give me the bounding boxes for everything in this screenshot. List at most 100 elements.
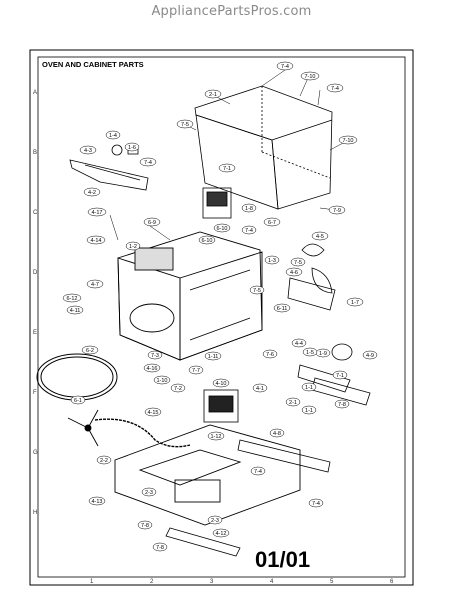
lower-bracket xyxy=(165,527,241,557)
callout-text: 1-5 xyxy=(306,350,314,356)
callout-text: 1-1 xyxy=(305,385,313,391)
callout: 7-9 xyxy=(328,205,346,215)
callout-text: 6-10 xyxy=(201,238,212,244)
callout: 4-16 xyxy=(143,363,161,373)
callout: 1-1 xyxy=(301,382,317,392)
callout-text: 7-5 xyxy=(181,122,189,128)
callout: 7-8 xyxy=(334,399,350,409)
callout-text: 4-13 xyxy=(91,499,102,505)
callout-text: 4-17 xyxy=(91,210,102,216)
fan-assembly xyxy=(287,243,336,311)
callout-text: 6-11 xyxy=(277,306,288,312)
roller-coupler xyxy=(67,409,99,447)
magnetron-assembly xyxy=(202,187,232,219)
callout: 4-2 xyxy=(83,187,101,197)
callout-text: 7-6 xyxy=(266,352,274,358)
callout-text: 7-8 xyxy=(338,402,346,408)
callout: 7-4 xyxy=(326,83,344,93)
diagram-title: OVEN AND CABINET PARTS xyxy=(42,60,144,69)
callout-text: 4-11 xyxy=(70,308,81,314)
grid-number: 4 xyxy=(270,579,274,585)
callout-text: 7-4 xyxy=(331,86,339,92)
callout: 1-9 xyxy=(315,348,331,358)
transformer xyxy=(203,389,239,423)
callout-text: 7-4 xyxy=(144,160,152,166)
callout-text: 7-1 xyxy=(223,166,231,172)
callout: 6-2 xyxy=(81,345,99,355)
callout: 7-8 xyxy=(137,520,153,530)
callout-text: 7-4 xyxy=(245,228,253,234)
callout-text: 7-5 xyxy=(253,288,261,294)
callout-text: 1-1 xyxy=(305,408,313,414)
grid-number: 2 xyxy=(150,579,154,585)
callout-text: 1-7 xyxy=(351,300,359,306)
callout-text: 4-5 xyxy=(316,234,324,240)
leader-lines xyxy=(109,69,346,241)
callout: 7-3 xyxy=(147,350,163,360)
callout-text: 2-3 xyxy=(211,518,219,524)
callout-text: 4-7 xyxy=(91,282,99,288)
grid-number: 1 xyxy=(90,579,94,585)
callout-text: 7-5 xyxy=(294,260,302,266)
callout-text: 1-10 xyxy=(156,378,167,384)
grid-letter: A xyxy=(33,90,38,96)
callout-text: 4-8 xyxy=(273,431,281,437)
callout: 7-6 xyxy=(262,349,278,359)
grid-number: 3 xyxy=(210,579,214,585)
callout-text: 4-6 xyxy=(290,270,298,276)
callout: 7-1 xyxy=(332,370,348,380)
inner-frame xyxy=(37,56,406,578)
callout: 1-1 xyxy=(301,405,317,415)
callout: 4-10 xyxy=(212,378,230,388)
callout: 1-6 xyxy=(124,142,140,152)
callout: 2-1 xyxy=(285,397,301,407)
watermark-text: AppliancePartsPros.com xyxy=(151,4,312,19)
grid-letter: G xyxy=(33,450,38,456)
callout-text: 4-4 xyxy=(295,341,303,347)
callout: 1-4 xyxy=(105,130,121,140)
bottom-rail xyxy=(237,439,331,473)
oven-cavity xyxy=(117,231,263,361)
callout: 1-7 xyxy=(346,297,364,307)
callout: 7-8 xyxy=(152,542,168,552)
callout: 2-2 xyxy=(96,455,112,465)
callout: 6-1 xyxy=(70,395,86,405)
cabinet-cover xyxy=(194,85,333,210)
callout-text: 2-3 xyxy=(145,490,153,496)
callout: 4-15 xyxy=(144,407,162,417)
grid-number: 6 xyxy=(390,579,394,585)
callout-text: 1-9 xyxy=(319,351,327,357)
callout: 7-10 xyxy=(300,71,320,81)
callout: 7-7 xyxy=(188,365,204,375)
callout: 7-1 xyxy=(218,163,236,173)
callout: 4-14 xyxy=(86,235,106,245)
callout: 4-11 xyxy=(66,305,84,315)
callout: 4-13 xyxy=(88,496,106,506)
outer-frame xyxy=(29,49,414,586)
callout: 4-17 xyxy=(87,207,107,217)
callout-text: 7-10 xyxy=(342,138,353,144)
callout-text: 7-4 xyxy=(254,469,262,475)
callout: 7-4 xyxy=(276,61,294,71)
callout-text: 7-8 xyxy=(156,545,164,551)
callout: 6-12 xyxy=(62,293,82,303)
callout: 1-11 xyxy=(204,351,222,361)
grid-letter: D xyxy=(33,270,38,276)
callout-text: 6-7 xyxy=(268,220,276,226)
callout: 1-8 xyxy=(241,203,257,213)
callout-text: 7-10 xyxy=(304,74,315,80)
callout-text: 6-12 xyxy=(66,296,77,302)
callout: 4-6 xyxy=(285,267,303,277)
callout-text: 6-1 xyxy=(74,398,82,404)
callout-text: 1-3 xyxy=(268,258,276,264)
callout-text: 1-2 xyxy=(129,244,137,250)
callout: 7-5 xyxy=(290,257,306,267)
callout-text: 1-11 xyxy=(208,354,219,360)
callout: 1-5 xyxy=(302,347,318,357)
turntable-tray xyxy=(36,353,118,401)
callout: 7-5 xyxy=(176,119,194,129)
callout: 7-4 xyxy=(139,157,157,167)
callout-text: 6-9 xyxy=(148,220,156,226)
callout: 6-7 xyxy=(263,217,281,227)
callout-text: 4-2 xyxy=(88,190,96,196)
